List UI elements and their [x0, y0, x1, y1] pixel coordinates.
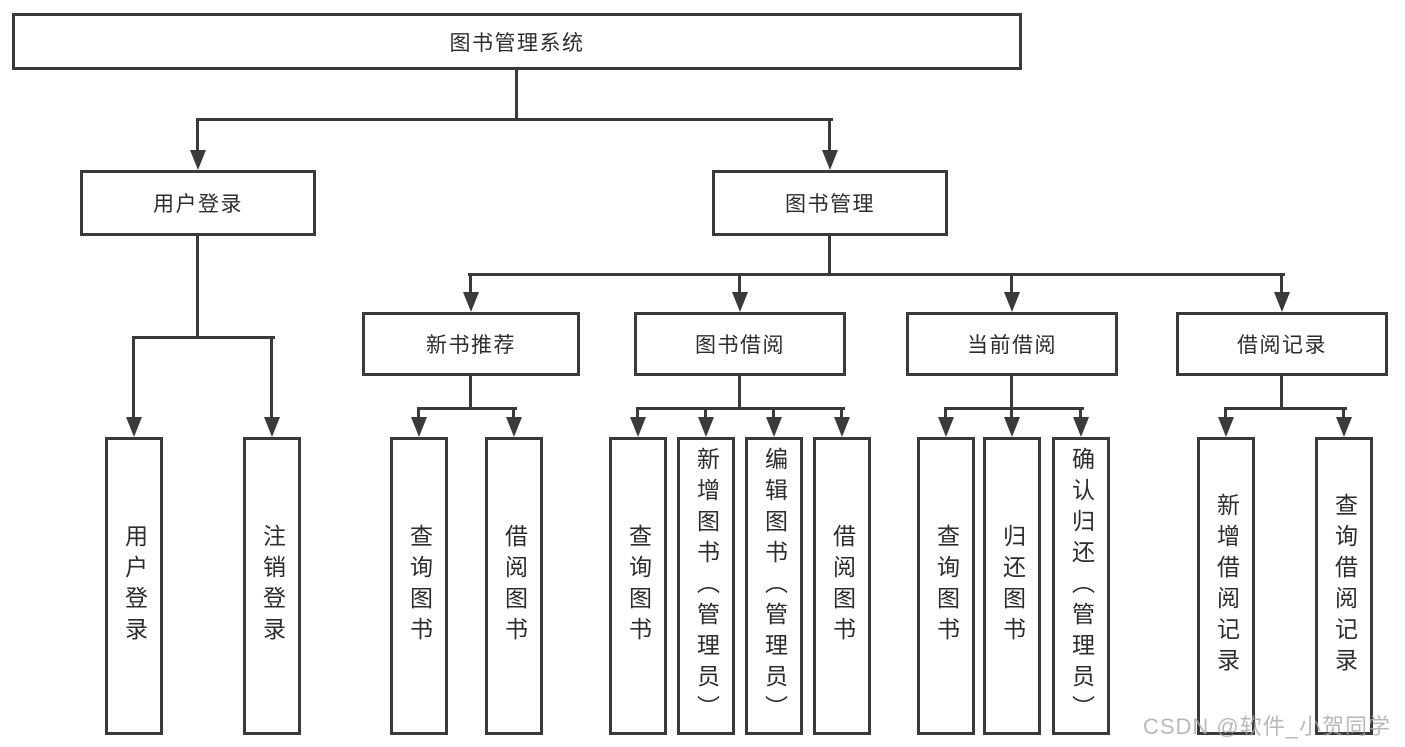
connector-line: [772, 407, 775, 417]
leaf-bb-add-books-admin: 新增图书（管理员）: [677, 437, 735, 735]
node-new-book-recommendation: 新书推荐: [362, 312, 580, 376]
arrow-down-icon: [506, 417, 522, 437]
connector-line: [738, 273, 741, 292]
connector-line: [417, 407, 517, 410]
connector-line: [636, 407, 845, 410]
arrow-down-icon: [630, 417, 646, 437]
connector-line: [196, 118, 833, 121]
connector-line: [1010, 407, 1013, 417]
connector-line: [1280, 376, 1283, 407]
arrow-down-icon: [1336, 417, 1352, 437]
arrow-down-icon: [264, 417, 280, 437]
connector-line: [270, 336, 273, 417]
connector-line: [1224, 407, 1227, 417]
connector-line: [1280, 273, 1283, 292]
connector-line: [944, 407, 1084, 410]
connector-line: [1224, 407, 1347, 410]
leaf-bb-query-books: 查询图书: [609, 437, 667, 735]
connector-line: [636, 407, 639, 417]
connector-line: [1342, 407, 1345, 417]
connector-line: [196, 236, 199, 336]
node-borrowing-records: 借阅记录: [1176, 312, 1388, 376]
connector-line: [1010, 376, 1013, 407]
node-user-login: 用户登录: [80, 170, 316, 236]
leaf-bb-borrow-books: 借阅图书: [813, 437, 871, 735]
connector-line: [132, 336, 275, 339]
connector-line: [515, 70, 518, 118]
arrow-down-icon: [1004, 292, 1020, 312]
leaf-nbr-query-books: 查询图书: [390, 437, 448, 735]
arrow-down-icon: [938, 417, 954, 437]
node-library-management-system: 图书管理系统: [12, 13, 1022, 70]
node-book-management: 图书管理: [712, 170, 948, 236]
connector-line: [1010, 273, 1013, 292]
connector-line: [469, 273, 472, 292]
arrow-down-icon: [463, 292, 479, 312]
connector-line: [417, 407, 420, 417]
arrow-down-icon: [190, 150, 206, 170]
node-book-borrowing: 图书借阅: [634, 312, 846, 376]
leaf-br-query-record: 查询借阅记录: [1315, 437, 1373, 735]
connector-line: [738, 376, 741, 407]
connector-line: [944, 407, 947, 417]
arrow-down-icon: [834, 417, 850, 437]
arrow-down-icon: [822, 150, 838, 170]
connector-line: [196, 118, 199, 150]
csdn-watermark: CSDN @软件_小贺同学: [1142, 714, 1391, 739]
connector-line: [468, 273, 1285, 276]
arrow-down-icon: [1274, 292, 1290, 312]
leaf-nbr-borrow-books: 借阅图书: [485, 437, 543, 735]
arrow-down-icon: [766, 417, 782, 437]
leaf-cb-query-books: 查询图书: [917, 437, 975, 735]
connector-line: [704, 407, 707, 417]
leaf-logout: 注销登录: [243, 437, 301, 735]
connector-line: [840, 407, 843, 417]
arrow-down-icon: [698, 417, 714, 437]
leaf-br-add-record: 新增借阅记录: [1197, 437, 1255, 735]
leaf-cb-return-books: 归还图书: [983, 437, 1041, 735]
arrow-down-icon: [126, 417, 142, 437]
node-current-borrowing: 当前借阅: [906, 312, 1118, 376]
arrow-down-icon: [1004, 417, 1020, 437]
arrow-down-icon: [411, 417, 427, 437]
leaf-cb-confirm-return-admin: 确认归还（管理员）: [1052, 437, 1110, 735]
connector-line: [512, 407, 515, 417]
connector-line: [828, 118, 831, 150]
connector-line: [828, 236, 831, 273]
arrow-down-icon: [1218, 417, 1234, 437]
connector-line: [1079, 407, 1082, 417]
connector-line: [469, 376, 472, 407]
connector-line: [132, 336, 135, 417]
leaf-bb-edit-books-admin: 编辑图书（管理员）: [745, 437, 803, 735]
arrow-down-icon: [1073, 417, 1089, 437]
leaf-user-login: 用户登录: [105, 437, 163, 735]
arrow-down-icon: [732, 292, 748, 312]
